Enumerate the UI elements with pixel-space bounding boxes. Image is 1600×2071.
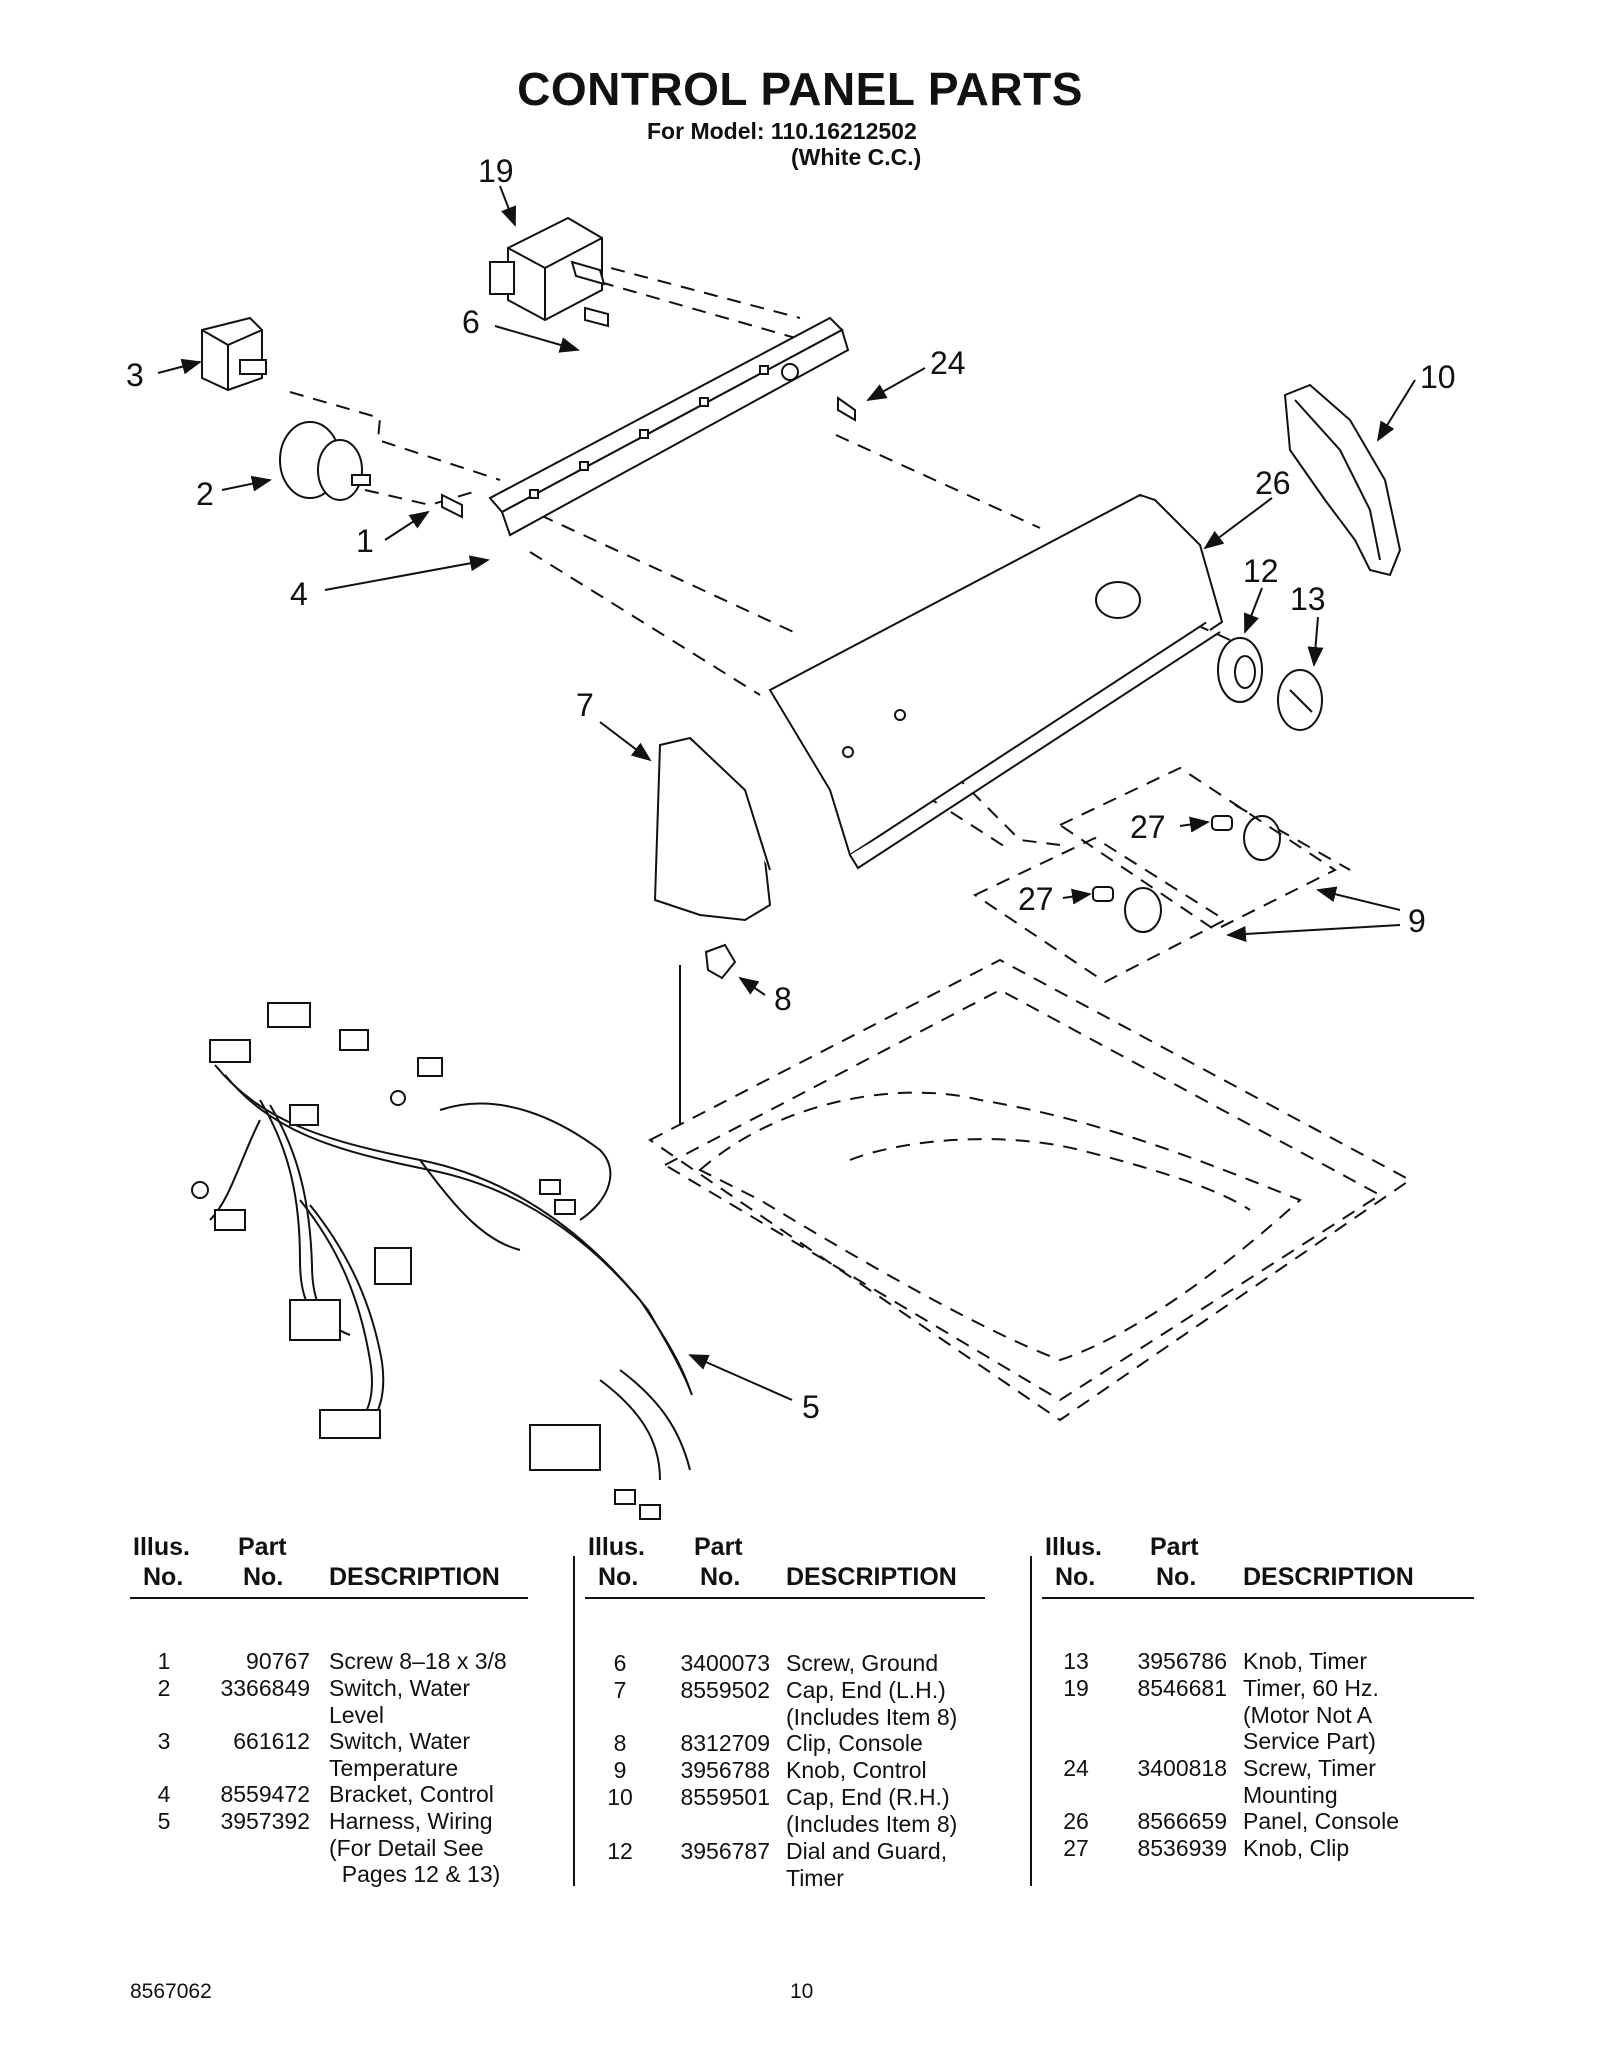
callout-13: 13 bbox=[1290, 581, 1326, 617]
col1-part-header-1: Part bbox=[238, 1533, 287, 1561]
col3-header-rule bbox=[1042, 1597, 1474, 1599]
callout-5: 5 bbox=[802, 1389, 820, 1425]
col1-part-header-2: No. bbox=[243, 1563, 284, 1591]
harness-connectors bbox=[191, 1002, 661, 1520]
screw-parts bbox=[441, 306, 856, 519]
col1-description-header: DESCRIPTION bbox=[329, 1563, 500, 1591]
dial-and-knob-parts bbox=[1217, 637, 1323, 731]
column-separator-2 bbox=[1030, 1556, 1032, 1886]
page-title: CONTROL PANEL PARTS bbox=[517, 63, 1083, 115]
model-line: For Model: 110.16212502 bbox=[647, 118, 917, 144]
callout-9: 9 bbox=[1408, 903, 1426, 939]
col2-description-header: DESCRIPTION bbox=[786, 1563, 957, 1591]
col3-illus-header-2: No. bbox=[1055, 1563, 1096, 1591]
end-cap-lh-part bbox=[653, 736, 772, 922]
callout-1: 1 bbox=[356, 523, 374, 559]
leader-arrows bbox=[157, 185, 1416, 1401]
callout-2: 2 bbox=[196, 476, 214, 512]
callout-27-lower: 27 bbox=[1018, 881, 1054, 917]
col1-illus-header-1: Illus. bbox=[133, 1533, 190, 1561]
col2-illus-header-1: Illus. bbox=[588, 1533, 645, 1561]
callout-24: 24 bbox=[930, 345, 966, 381]
console-clip-part bbox=[704, 943, 737, 980]
wiring-harness-part bbox=[209, 1064, 693, 1481]
control-bracket-part bbox=[488, 316, 850, 537]
col2-part-header-1: Part bbox=[694, 1533, 743, 1561]
callout-27-upper: 27 bbox=[1130, 809, 1166, 845]
callout-19: 19 bbox=[478, 153, 514, 189]
callout-6: 6 bbox=[462, 304, 480, 340]
callout-8: 8 bbox=[774, 981, 792, 1017]
document-number: 8567062 bbox=[130, 1980, 212, 2003]
col3-illus-header-1: Illus. bbox=[1045, 1533, 1102, 1561]
col2-part-header-2: No. bbox=[700, 1563, 741, 1591]
callout-4: 4 bbox=[290, 576, 308, 612]
water-level-switch-part bbox=[279, 421, 371, 501]
knob-group-outlines bbox=[972, 766, 1337, 984]
callout-26: 26 bbox=[1255, 465, 1291, 501]
column-separator-1 bbox=[573, 1556, 575, 1886]
col2-header-rule bbox=[585, 1597, 985, 1599]
col2-illus-header-2: No. bbox=[598, 1563, 639, 1591]
knob-clip-parts bbox=[1092, 815, 1281, 933]
col3-part-header-1: Part bbox=[1150, 1533, 1199, 1561]
timer-part bbox=[489, 216, 606, 322]
callout-3: 3 bbox=[126, 357, 144, 393]
callout-12: 12 bbox=[1243, 553, 1279, 589]
callout-10: 10 bbox=[1420, 359, 1456, 395]
callout-7: 7 bbox=[576, 687, 594, 723]
col1-illus-header-2: No. bbox=[143, 1563, 184, 1591]
end-cap-rh-part bbox=[1283, 383, 1402, 577]
exploded-parts-diagram: 19 6 3 24 10 2 26 1 12 13 4 7 27 27 9 8 … bbox=[126, 153, 1456, 1520]
callout-numbers: 19 6 3 24 10 2 26 1 12 13 4 7 27 27 9 8 … bbox=[126, 153, 1456, 1425]
color-line: (White C.C.) bbox=[791, 144, 922, 170]
col3-description-header: DESCRIPTION bbox=[1243, 1563, 1414, 1591]
col1-header-rule bbox=[130, 1597, 528, 1599]
col3-part-header-2: No. bbox=[1156, 1563, 1197, 1591]
cabinet-top-outline bbox=[648, 958, 1412, 1422]
page-number: 10 bbox=[790, 1980, 814, 2003]
temperature-switch-part bbox=[201, 316, 267, 392]
console-panel-part bbox=[768, 493, 1224, 870]
